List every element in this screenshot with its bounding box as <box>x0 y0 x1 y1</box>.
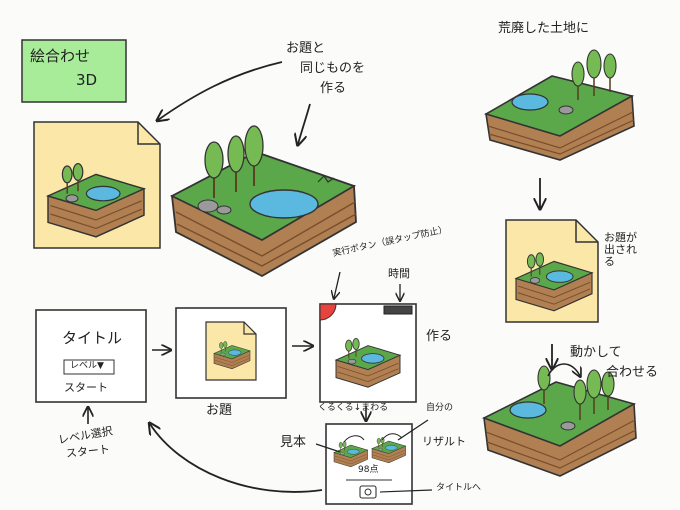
result-score: 98点 <box>358 465 379 475</box>
title-screen-frame <box>35 309 147 403</box>
move-diorama <box>481 363 637 477</box>
logo-box <box>21 39 127 103</box>
wasteland-diorama <box>483 49 635 161</box>
paper-sheet-odai-right <box>505 219 599 323</box>
caption-odai: お題 <box>206 403 233 418</box>
note-odai-dasareru: お題が出される <box>604 231 637 269</box>
result-screen-frame <box>325 423 413 505</box>
note-odai-to: お題と <box>286 41 326 56</box>
note-onaji-mono: 同じものを <box>300 61 366 76</box>
note-wasteland: 荒廃した土地に <box>498 21 590 36</box>
logo-line1: 絵合わせ <box>30 47 91 65</box>
note-result: リザルト <box>422 435 466 448</box>
note-kurukuru: くるくる↓まわる <box>318 403 389 413</box>
paper-sheet-odai <box>33 121 161 249</box>
odai-screen-frame <box>175 307 287 399</box>
note-tsukuru-play: 作る <box>426 329 453 344</box>
note-ugokashite: 動かして <box>570 345 622 360</box>
logo-line2: 3D <box>76 71 98 89</box>
note-jikan: 時間 <box>388 267 410 280</box>
note-awaseru: 合わせる <box>606 365 659 380</box>
note-jibun: 自分の <box>426 403 454 413</box>
note-tsukuru-top: 作る <box>320 81 347 96</box>
note-mihon: 見本 <box>280 435 307 450</box>
large-diorama <box>170 125 357 278</box>
title-screen-title: タイトル <box>62 329 123 347</box>
note-to-title: タイトルへ <box>436 483 482 493</box>
start-label[interactable]: スタート <box>64 381 108 394</box>
play-screen-frame <box>319 303 417 403</box>
level-dropdown[interactable]: レベル▼ <box>70 361 104 371</box>
